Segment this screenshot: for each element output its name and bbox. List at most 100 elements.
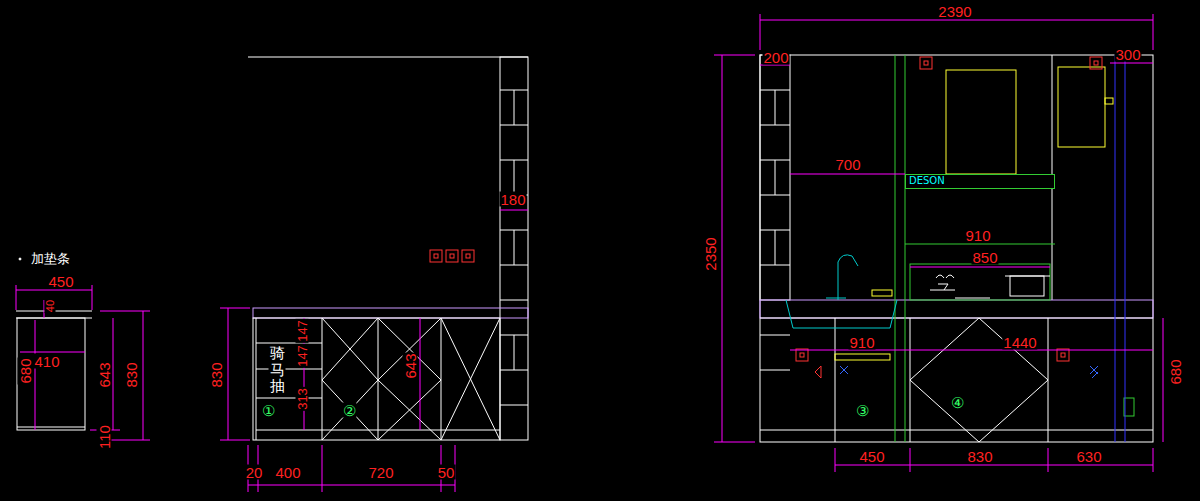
drawing-stroke (1105, 98, 1113, 104)
drawing-stroke (910, 318, 1048, 442)
callout-number: ① (261, 403, 276, 418)
drawing-stroke (760, 14, 761, 50)
drawing-stroke (500, 405, 528, 406)
drawing-stroke (775, 160, 776, 195)
dimension-label: 680 (1168, 358, 1183, 385)
drawing-stroke (895, 55, 896, 442)
drawing-stroke (17, 427, 85, 428)
drawing-stroke (1058, 67, 1105, 147)
drawing-stroke (910, 267, 1050, 268)
drawing-stroke (143, 311, 144, 440)
note-text: 骑马抽 (269, 345, 286, 395)
drawing-stroke (220, 308, 250, 309)
dimension-label: 680 (18, 357, 33, 384)
dimension-label: 50 (437, 465, 456, 480)
drawing-stroke (1090, 366, 1098, 378)
drawing-stroke (500, 57, 528, 440)
drawing-stroke (441, 318, 500, 440)
drawing-stroke (420, 318, 421, 430)
dimension-label: 147 (296, 319, 309, 343)
drawing-stroke (910, 448, 911, 472)
drawing-stroke (835, 448, 836, 472)
drawing-stroke (760, 430, 1153, 431)
drawing-stroke (924, 61, 928, 65)
dimension-label: 1440 (1002, 335, 1037, 350)
callout-number: ④ (950, 395, 965, 410)
drawing-stroke (872, 290, 892, 296)
drawing-stroke (760, 20, 1153, 21)
drawing-stroke (19, 258, 21, 260)
drawing-stroke (722, 55, 723, 442)
drawing-stroke (1125, 55, 1126, 442)
drawing-stroke (775, 230, 776, 265)
drawing-stroke (840, 366, 848, 374)
drawing-stroke (514, 335, 515, 370)
drawing-stroke (450, 254, 454, 258)
brand-text: DESON (906, 175, 1054, 187)
drawing-stroke (760, 318, 1153, 319)
drawing-stroke (462, 250, 474, 262)
dimension-label: 700 (834, 157, 861, 172)
drawing-stroke (322, 318, 378, 440)
drawing-stroke (248, 57, 528, 58)
drawing-stroke (920, 57, 932, 69)
dimension-label: 830 (966, 449, 993, 464)
drawing-stroke (835, 318, 836, 442)
drawing-stroke (446, 250, 458, 262)
drawing-stroke (760, 55, 1153, 442)
drawing-stroke (760, 370, 790, 371)
drawing-stroke (790, 174, 905, 175)
drawing-stroke (835, 354, 890, 360)
callout-number: ③ (855, 403, 870, 418)
dimension-label: 313 (296, 387, 309, 411)
drawing-stroke (256, 369, 322, 370)
dimension-label: 830 (124, 361, 139, 388)
drawing-stroke (760, 300, 1153, 318)
hood-band: DESON (905, 174, 1055, 189)
drawing-stroke (35, 320, 36, 430)
dimension-label: 450 (47, 274, 74, 289)
dimension-label: 450 (858, 449, 885, 464)
drawing-stroke (1110, 63, 1153, 64)
drawing-stroke (936, 275, 954, 278)
drawing-stroke (1163, 318, 1164, 442)
dimension-label: 910 (848, 335, 875, 350)
dimension-label: 200 (762, 50, 789, 65)
drawing-stroke (1115, 55, 1116, 442)
drawing-stroke (1153, 448, 1154, 472)
drawing-stroke (434, 254, 438, 258)
drawing-stroke (838, 255, 858, 300)
drawing-stroke (796, 349, 808, 361)
dimension-label: 850 (971, 250, 998, 265)
dimension-label: 180 (499, 192, 526, 207)
drawing-stroke (514, 230, 515, 265)
drawing-stroke (760, 55, 790, 300)
drawing-stroke (322, 445, 323, 492)
note-text: 加垫条 (30, 252, 71, 265)
drawing-stroke (322, 318, 378, 440)
drawing-stroke (256, 430, 500, 431)
drawing-stroke (253, 318, 500, 440)
drawing-stroke (500, 210, 528, 211)
dimension-label: 630 (1075, 449, 1102, 464)
drawing-stroke (905, 244, 1055, 245)
drawing-stroke (220, 440, 250, 441)
middle-section (248, 57, 528, 440)
drawing-stroke (16, 285, 17, 310)
drawing-stroke (955, 298, 990, 299)
dimension-label: 147 (296, 344, 309, 368)
drawing-stroke (905, 55, 906, 442)
drawing-stroke (253, 308, 528, 318)
drawing-stroke (786, 300, 897, 328)
dimension-label: 2390 (937, 4, 972, 19)
drawing-stroke (378, 318, 441, 440)
drawing-stroke (815, 366, 821, 378)
drawing-stroke (228, 308, 229, 440)
drawing-stroke (826, 298, 846, 299)
dimension-label: 400 (274, 465, 301, 480)
dimension-label: 110 (97, 424, 112, 450)
drawing-stroke (248, 485, 455, 486)
dimension-label: 2350 (703, 236, 718, 271)
drawing-stroke (16, 290, 92, 291)
